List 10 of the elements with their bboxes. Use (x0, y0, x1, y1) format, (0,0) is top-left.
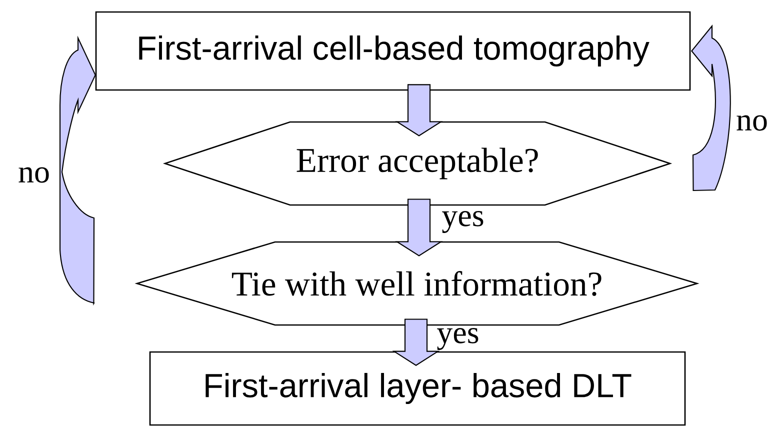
edge-label: no (735, 114, 769, 132)
block-arrow (395, 198, 443, 256)
edge-label: no (17, 166, 51, 184)
process-box: First-arrival cell-based tomography (95, 11, 691, 91)
edge-label: yes (441, 210, 485, 234)
edge-label: yes (436, 327, 480, 351)
block-arrow (395, 84, 443, 136)
curved-arrow (59, 37, 96, 304)
block-arrow (392, 318, 440, 366)
curved-arrow (691, 25, 731, 192)
